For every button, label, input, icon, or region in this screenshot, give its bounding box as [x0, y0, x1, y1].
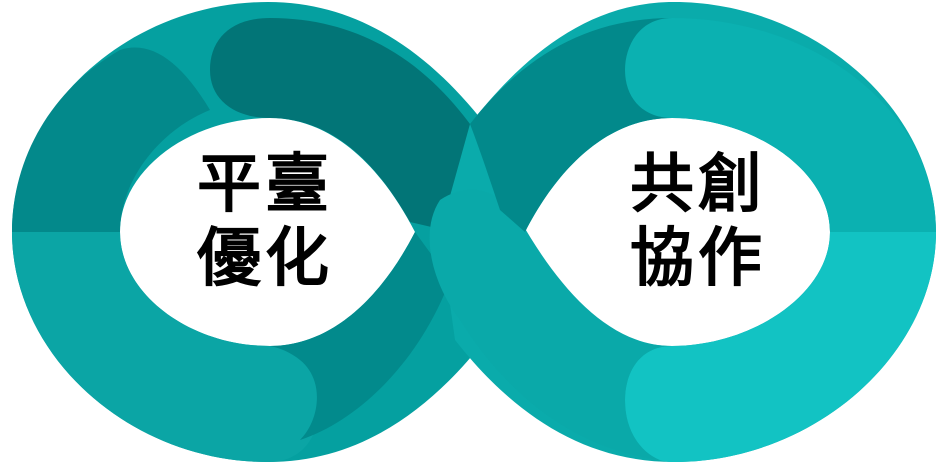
left-loop: [12, 2, 520, 462]
left-loop-left-segment: [12, 47, 210, 285]
left-loop-upper-segment: [210, 18, 510, 236]
right-loop: [429, 2, 936, 462]
crossing-band: [429, 189, 672, 460]
right-label-line2: 協作: [630, 222, 766, 296]
left-loop-lower-right-segment: [270, 232, 450, 440]
left-label-line2: 優化: [197, 222, 333, 296]
right-loop-upper-segment: [625, 18, 936, 288]
left-label-line1: 平臺: [197, 148, 333, 222]
right-loop-lower-segment: [625, 232, 936, 462]
crossing-upper-band: [470, 18, 672, 232]
left-loop-lower-segment: [12, 232, 320, 462]
right-label-line1: 共創: [630, 148, 766, 222]
right-loop-label: 共創 協作: [598, 148, 798, 296]
left-loop-label: 平臺 優化: [165, 148, 365, 296]
